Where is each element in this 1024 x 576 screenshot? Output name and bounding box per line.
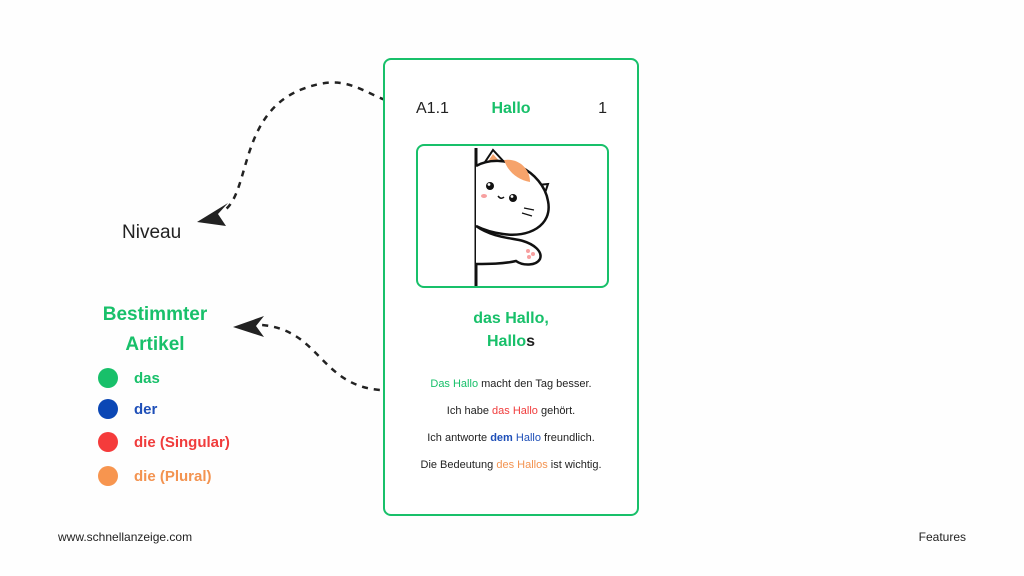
example-sentence: Das Hallo macht den Tag besser.	[385, 378, 637, 390]
niveau-label: Niveau	[122, 222, 182, 243]
legend-label: das	[134, 369, 160, 387]
cat-illustration	[474, 148, 550, 286]
niveau-arrow-path	[224, 81, 409, 211]
legend-label: die (Singular)	[134, 433, 230, 451]
image-frame	[416, 144, 609, 288]
niveau-arrowhead-icon	[197, 203, 228, 226]
legend-dot	[98, 399, 118, 419]
legend-dot	[98, 466, 118, 486]
legend-title-line: Bestimmter	[102, 304, 208, 325]
example-text: freundlich.	[540, 432, 595, 444]
vocabulary-card: A1.1 Hallo 1	[383, 58, 639, 516]
legend-item-der: der	[98, 398, 157, 420]
example-highlight: des Hallos	[496, 459, 548, 471]
example-sentence: Die Bedeutung des Hallos ist wichtig.	[385, 459, 637, 471]
article-word: das Hallo,	[473, 310, 549, 327]
card-header: A1.1 Hallo 1	[385, 100, 637, 120]
card-number: 1	[598, 100, 607, 117]
example-highlight: Hallo	[512, 432, 541, 444]
level-label: A1.1	[416, 100, 449, 117]
example-text: macht den Tag besser.	[478, 378, 592, 390]
website-link[interactable]: www.schnellanzeige.com	[58, 530, 193, 544]
example-text: gehört.	[537, 405, 576, 417]
plural-form: Hallos	[385, 333, 637, 351]
word-title: Hallo	[491, 100, 531, 117]
example-highlight: das Hallo	[492, 405, 538, 417]
legend-dot	[98, 368, 118, 388]
example-text: Ich habe	[446, 405, 493, 417]
plural-ending: s	[526, 333, 536, 350]
legend-item-die-singular: die (Singular)	[98, 431, 230, 453]
legend-dot	[98, 432, 118, 452]
artikel-arrowhead-icon	[233, 316, 264, 337]
example-text: ist wichtig.	[547, 459, 602, 471]
example-text: Die Bedeutung	[420, 459, 497, 471]
example-sentence: Ich antworte dem Hallo freundlich.	[385, 432, 637, 444]
legend-label: die (Plural)	[134, 467, 212, 485]
legend-title: Bestimmter Artikel	[90, 300, 220, 360]
example-highlight: Das Hallo	[430, 378, 479, 390]
legend-item-die-plural: die (Plural)	[98, 465, 212, 487]
legend-label: der	[134, 400, 158, 418]
example-sentence: Ich habe das Hallo gehört.	[385, 405, 637, 417]
plural-stem: Hallo	[486, 333, 527, 350]
legend-item-das: das	[98, 367, 160, 389]
legend-title-line: Artikel	[125, 334, 185, 355]
example-highlight: dem	[490, 432, 513, 444]
example-text: Ich antworte	[427, 432, 491, 444]
features-label: Features	[918, 530, 966, 544]
